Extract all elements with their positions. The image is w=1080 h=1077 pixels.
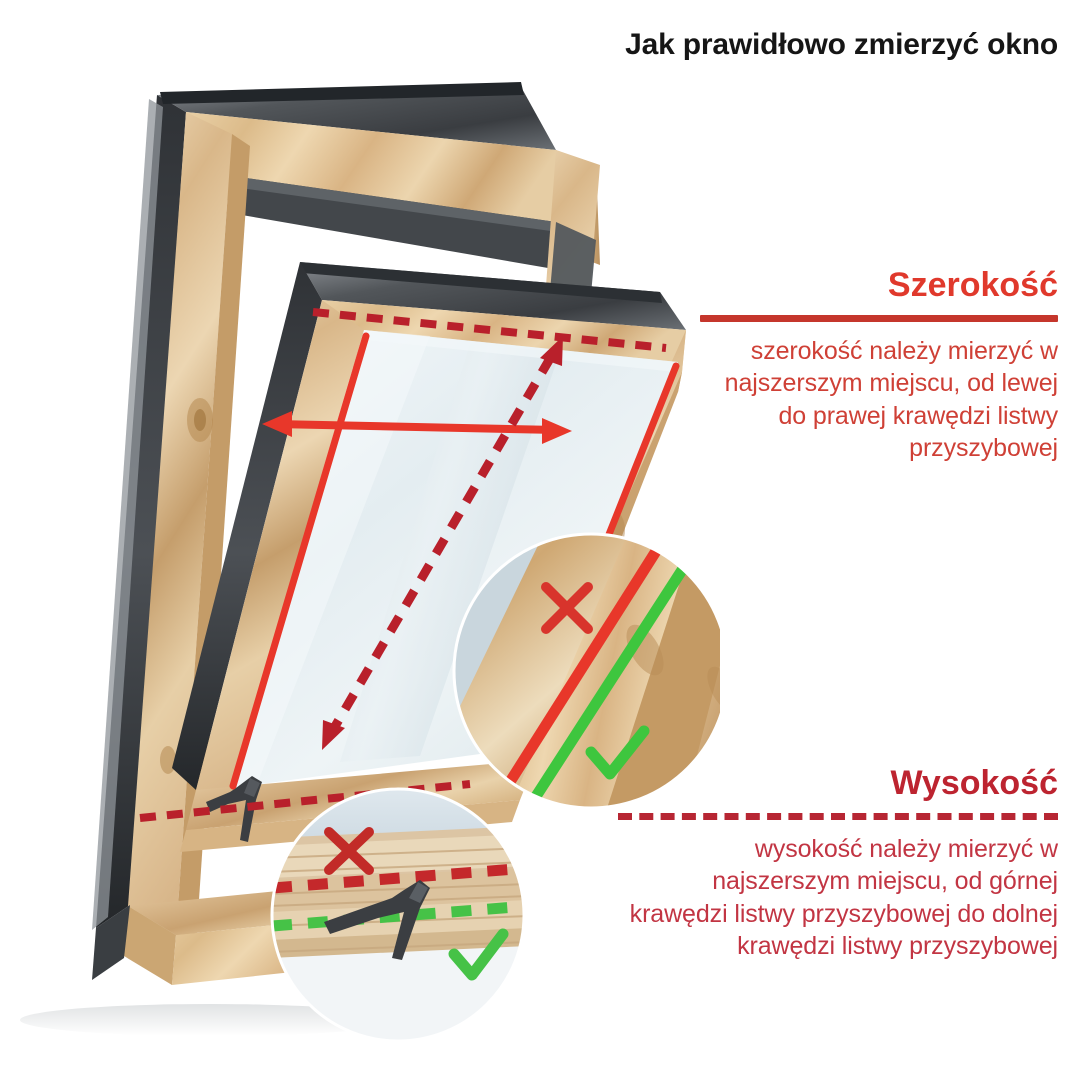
check-mark-icon xyxy=(585,725,650,780)
section-body-szerokosc: szerokość należy mierzyć w najszerszym m… xyxy=(724,336,1058,463)
section-heading-wysokosc: Wysokość xyxy=(890,764,1058,802)
section-szerokosc: Szerokość szerokość należy mierzyć w naj… xyxy=(700,266,1058,465)
ground-shadow xyxy=(20,1004,400,1036)
section-heading-szerokosc: Szerokość xyxy=(887,266,1058,304)
section-wysokosc: Wysokość wysokość należy mierzyć w najsz… xyxy=(618,764,1058,963)
section-body-wysokosc: wysokość należy mierzyć w najszerszym mi… xyxy=(629,834,1058,961)
check-mark-icon xyxy=(448,928,509,981)
divider-solid-szerokosc xyxy=(700,314,1058,322)
page-title: Jak prawidłowo zmierzyć okno xyxy=(625,28,1058,61)
window-illustration xyxy=(20,82,720,1043)
window-bracket xyxy=(206,776,262,842)
x-mark-icon xyxy=(541,582,593,634)
divider-dashed-wysokosc xyxy=(618,812,1058,820)
inset-height-detail xyxy=(270,787,526,1043)
x-mark-icon xyxy=(324,827,374,875)
